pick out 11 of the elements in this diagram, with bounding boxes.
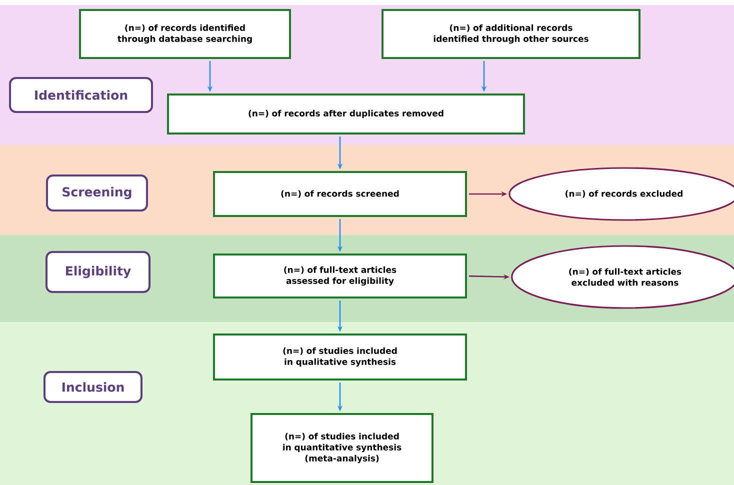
- stage-label: Identification: [9, 77, 153, 113]
- process-box: (n=) of additional records identified through other sources: [382, 9, 640, 59]
- process-box: (n=) of records screened: [213, 171, 467, 217]
- process-box: (n=) of studies included in quantitative synthesis (meta-analysis): [250, 413, 434, 483]
- process-box: (n=) of full-text articles assessed for eligibility: [213, 254, 467, 298]
- stage-label: Screening: [46, 174, 148, 212]
- stage-label: Eligibility: [46, 251, 150, 293]
- process-box: (n=) of records identified through database searching: [79, 9, 291, 59]
- process-box: (n=) of records after duplicates removed: [167, 94, 525, 134]
- process-box: (n=) of studies included in qualitative synthesis: [213, 334, 467, 380]
- stage-label: Inclusion: [44, 371, 142, 403]
